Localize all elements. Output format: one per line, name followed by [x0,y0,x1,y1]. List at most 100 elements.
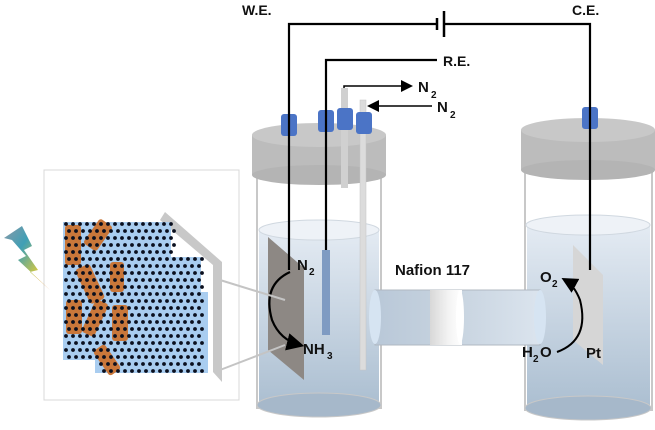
ce-label: C.E. [572,2,599,18]
catalyst-dot [162,320,166,324]
catalyst-dot [197,320,201,324]
catalyst-dot [130,271,134,275]
catalyst-dot [144,271,148,275]
catalyst-dot [165,243,169,247]
catalyst-dot [200,285,204,289]
zoom-line-bottom [219,344,286,371]
catalyst-dot [78,306,82,310]
catalyst-dot [81,299,85,303]
catalyst-dot [158,285,162,289]
catalyst-dot [67,313,71,317]
catalyst-dot [155,320,159,324]
catalyst-dot [106,348,110,352]
gas-inlet-tube [359,99,367,371]
catalyst-dot [127,250,131,254]
catalyst-dot [67,257,71,261]
catalyst-dot [99,320,103,324]
catalyst-dot [165,257,169,261]
catalyst-dot [99,236,103,240]
catalyst-dot [179,285,183,289]
catalyst-dot [71,264,75,268]
catalyst-dot [113,362,117,366]
catalyst-dot [179,327,183,331]
catalyst-dot [99,250,103,254]
catalyst-dot [88,257,92,261]
catalyst-dot [81,257,85,261]
cathode-cap-bottom [252,165,386,185]
catalyst-dot [102,369,106,373]
catalyst-dot [116,369,120,373]
catalyst-dot [151,341,155,345]
catalyst-dot [102,257,106,261]
catalyst-dot [99,222,103,226]
catalyst-dot [151,285,155,289]
catalyst-dot [113,222,117,226]
salt-bridge [369,289,546,346]
catalyst-dot [74,299,78,303]
catalyst-dot [109,355,113,359]
catalyst-dot [190,306,194,310]
catalyst-dot [64,292,68,296]
catalyst-dot [148,348,152,352]
catalyst-dot [88,299,92,303]
anode-cell-bottom [524,395,652,421]
catalyst-dot [95,341,99,345]
catalyst-dot [183,292,187,296]
anode-cell [521,107,655,421]
catalyst-dot [127,264,131,268]
catalyst-dot [123,243,127,247]
catalyst-dot [120,320,124,324]
catalyst-dot [158,299,162,303]
catalyst-particle [66,300,82,334]
catalyst-dot [120,306,124,310]
catalyst-dot [190,362,194,366]
catalyst-dot [144,327,148,331]
catalyst-dot [130,327,134,331]
catalyst-dot [127,236,131,240]
catalyst-dot [127,320,131,324]
catalyst-dot [109,313,113,317]
catalyst-dot [148,278,152,282]
catalyst-dot [92,348,96,352]
catalyst-dot [165,313,169,317]
catalyst-dot [197,348,201,352]
catalyst-dot [144,299,148,303]
catalyst-dot [162,306,166,310]
catalyst-dot [169,320,173,324]
catalyst-dot [169,236,173,240]
catalyst-dot [67,285,71,289]
catalyst-dot [169,292,173,296]
catalyst-dot [67,355,71,359]
catalyst-dot [165,327,169,331]
catalyst-dot [165,369,169,373]
n2-reactant-label: N 2 [297,257,315,278]
catalyst-dot [130,257,134,261]
gas-out-subscript: 2 [431,90,437,101]
catalyst-dot [71,348,75,352]
nh3-subscript: 3 [327,351,333,362]
catalyst-dot [162,278,166,282]
catalyst-dot [169,306,173,310]
catalyst-dot [141,348,145,352]
catalyst-dot [102,341,106,345]
catalyst-dot [186,313,190,317]
catalyst-dot [85,334,89,338]
catalyst-dot [99,292,103,296]
o2-subscript: 2 [552,279,558,290]
catalyst-dot [183,334,187,338]
h2o-subscript: 2 [533,354,539,365]
catalyst-dot [141,236,145,240]
catalyst-dot [113,320,117,324]
catalyst-dot [92,250,96,254]
catalyst-dot [183,264,187,268]
catalyst-dot [64,236,68,240]
catalyst-dot [74,229,78,233]
catalyst-dot [102,243,106,247]
catalyst-dot [179,341,183,345]
catalyst-dot [179,271,183,275]
catalyst-dot [120,264,124,268]
catalyst-dot [106,222,110,226]
catalyst-dot [120,362,124,366]
catalyst-dot [67,341,71,345]
catalyst-dot [102,313,106,317]
